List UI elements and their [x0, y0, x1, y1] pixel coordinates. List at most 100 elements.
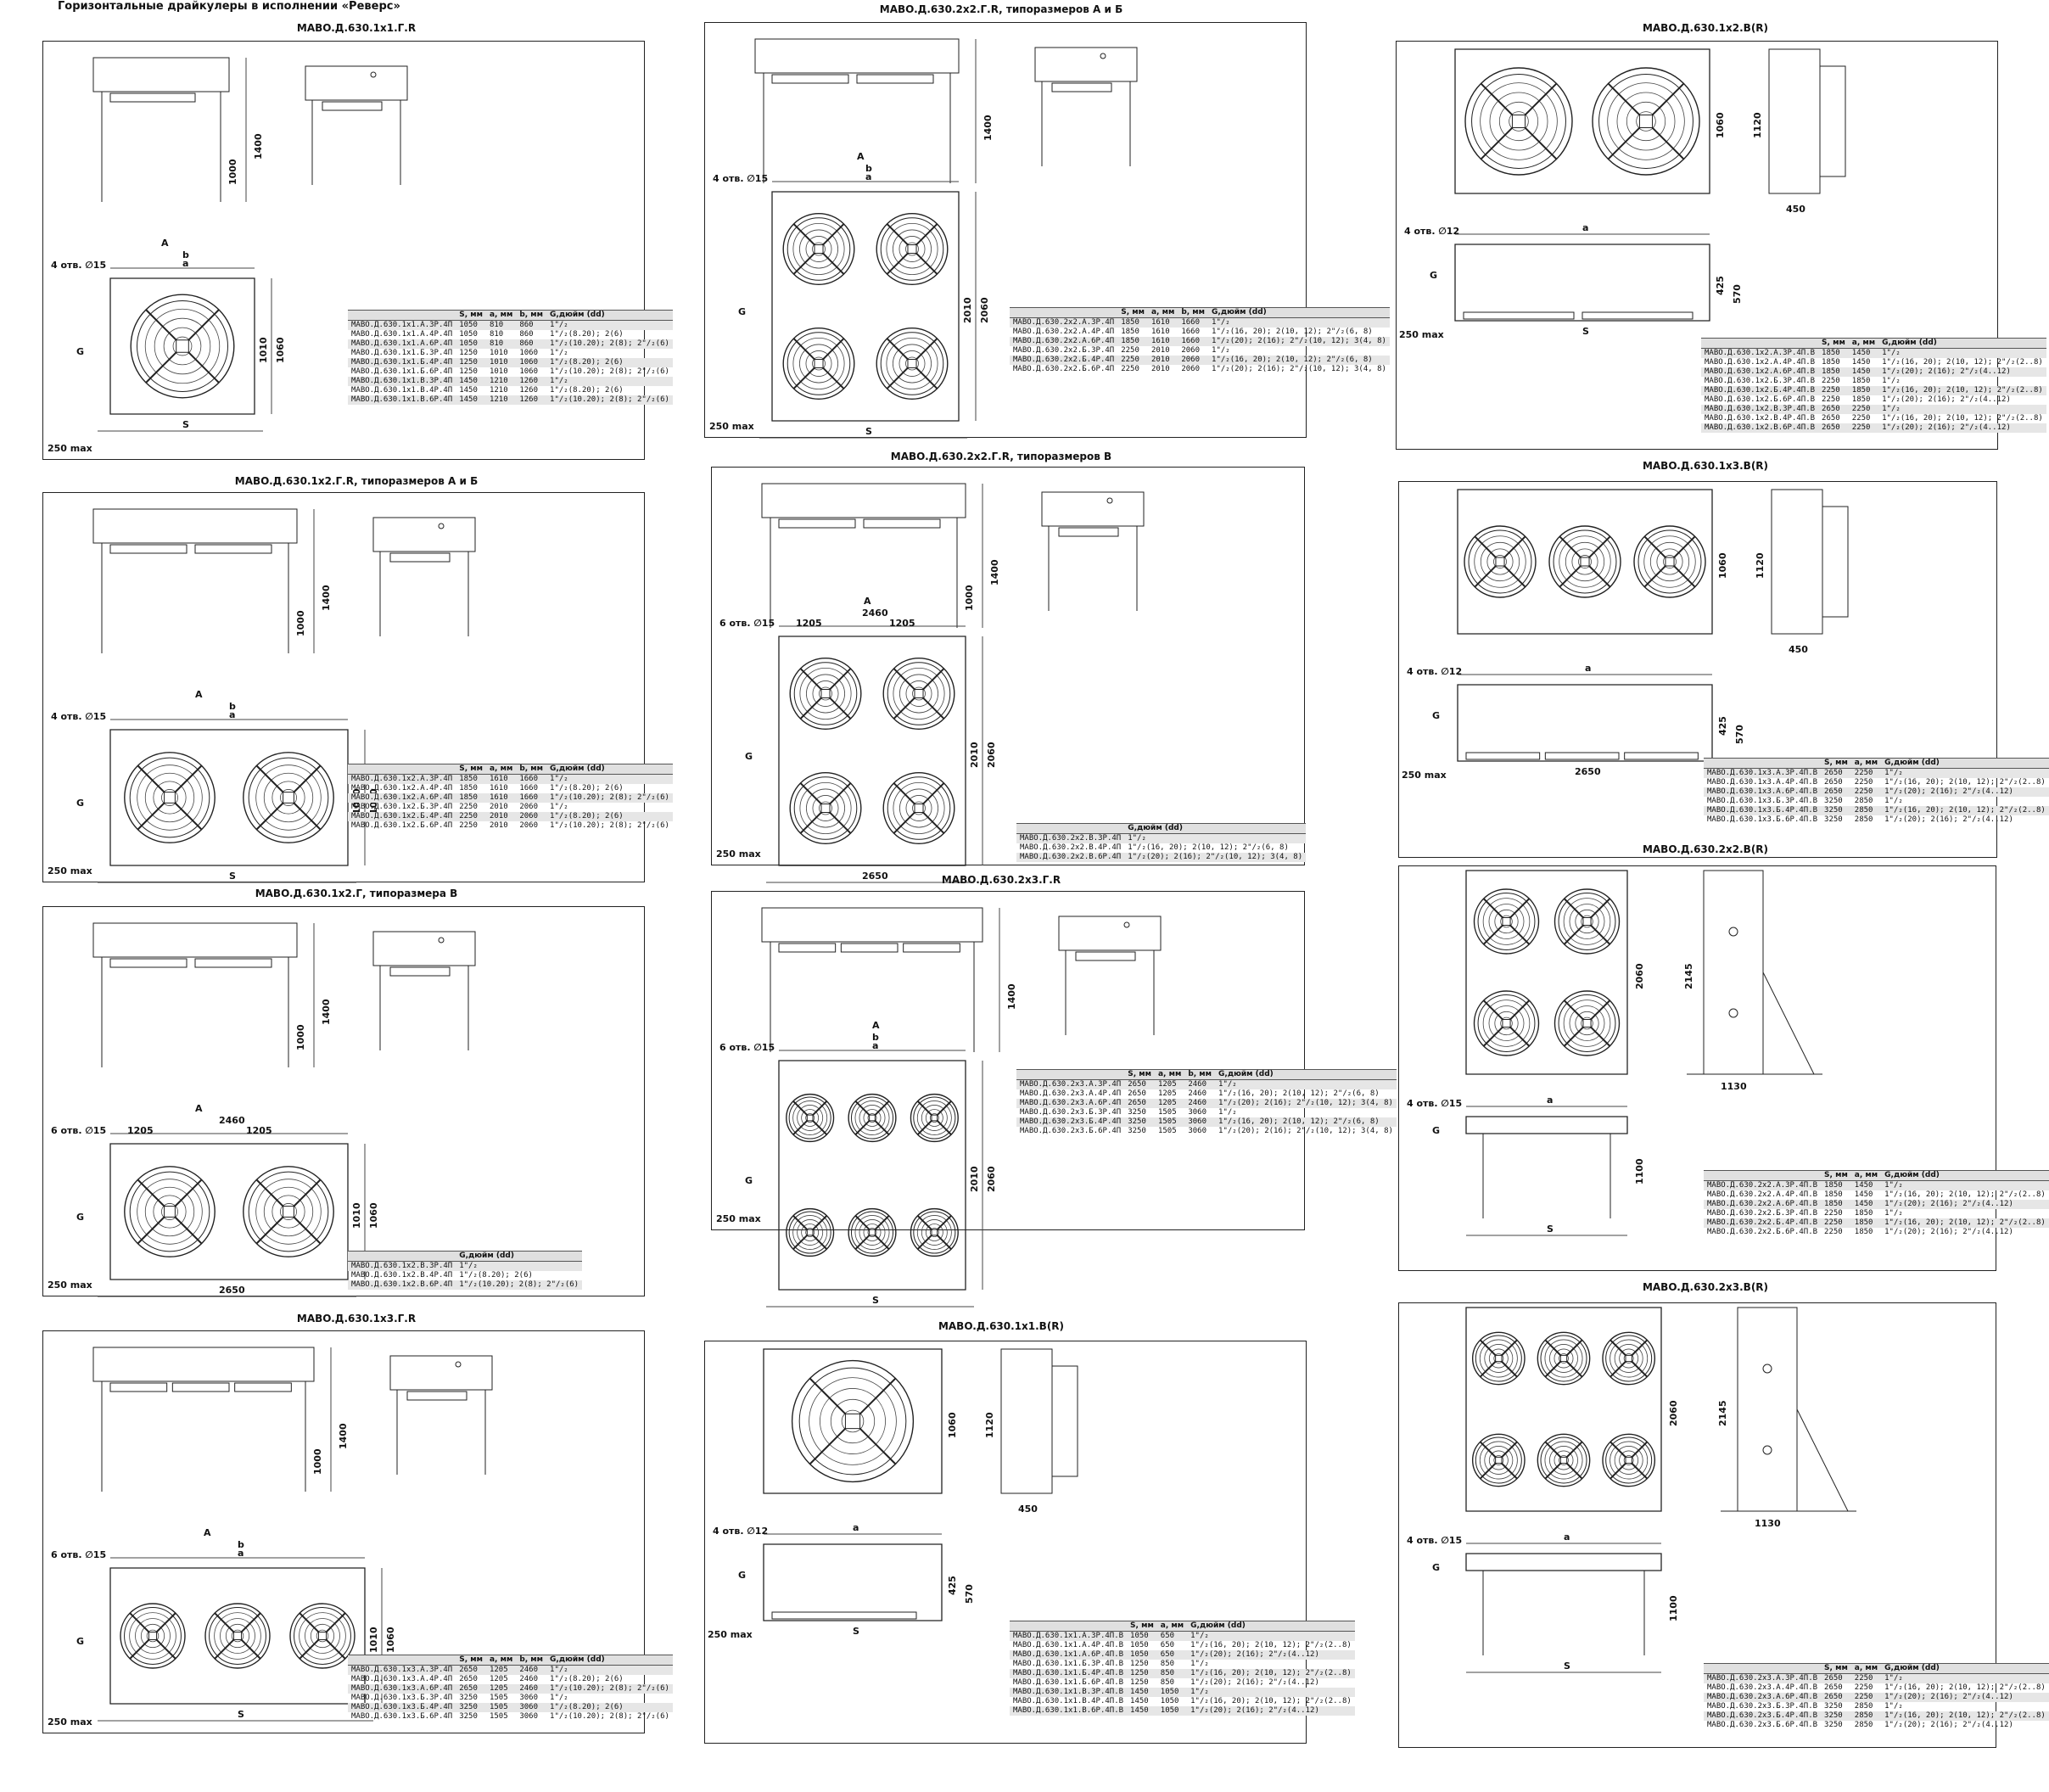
table-cell: 1450: [1130, 1697, 1149, 1705]
half-dim-label: 1205: [796, 618, 822, 629]
table-cell: 1"/₂: [1884, 1209, 1903, 1218]
holes-label: 6 отв. ∅15: [719, 1042, 775, 1053]
table-cell: 1450: [456, 377, 486, 386]
fan-icon: [783, 214, 854, 285]
table-cell: 3250: [459, 1712, 478, 1721]
height-dim-label: 2060: [1668, 1400, 1679, 1426]
a-view-label: A: [161, 238, 169, 249]
table-cell: 1260: [516, 395, 547, 405]
table-cell: 1"/₂(8.20); 2(6): [546, 1703, 673, 1712]
holes-label: 4 отв. ∅12: [1407, 666, 1463, 677]
plan-view: [98, 1134, 365, 1296]
table-cell: 1"/₂(10.20); 2(8); 2"/₂(6): [550, 367, 669, 376]
table-cell: 2850: [1854, 1721, 1873, 1729]
max-label: 250 max: [1399, 329, 1444, 340]
table-cell: 1250: [1130, 1678, 1149, 1687]
b-dim-label: b: [865, 163, 872, 174]
g-label: G: [745, 751, 753, 762]
table-header: b, мм: [516, 764, 547, 775]
table-cell: 1010: [489, 367, 508, 376]
table-cell: 1"/₂: [1878, 405, 2046, 414]
side-elevation: [93, 509, 314, 653]
a-view-label: A: [864, 596, 871, 607]
table-cell: 1610: [1147, 337, 1178, 346]
a-dim-label: a: [1582, 222, 1589, 233]
table-cell: 2010: [1150, 346, 1170, 355]
panel-title: MABO.Д.630.2x3.Г.R: [941, 874, 1061, 886]
table-cell: 2250: [1850, 1693, 1882, 1702]
table-cell: 1"/₂(16, 20); 2(10, 12); 2"/₂(2..8): [1882, 414, 2043, 423]
s-dim-label: S: [1582, 326, 1589, 337]
table-cell: 1610: [485, 774, 517, 784]
table-cell: 2060: [1181, 365, 1200, 373]
plan-view: [766, 1050, 983, 1307]
table-cell: 2460: [516, 1665, 547, 1675]
g-label: G: [745, 1175, 753, 1186]
table-header: [348, 764, 456, 775]
table-header: b, мм: [1178, 307, 1209, 318]
table-cell: 1"/₂(20); 2(16); 2"/₂(10, 12); 3(4, 8): [1124, 853, 1307, 862]
table-cell: 1250: [459, 367, 478, 376]
table-cell: 1505: [1157, 1108, 1177, 1117]
table-cell: 2250: [1824, 1228, 1843, 1236]
fan-icon: [1464, 526, 1536, 597]
a-dim-label: a: [853, 1522, 859, 1533]
height-dim-label: 2060: [979, 297, 990, 323]
table-cell: 1"/₂: [1124, 833, 1307, 843]
table-cell: 1050: [1156, 1706, 1188, 1716]
table-cell: 1250: [456, 358, 486, 367]
table-cell: 3060: [519, 1712, 538, 1721]
table-cell: 1"/₂(16, 20); 2(10, 12); 2"/₂(2..8): [1881, 806, 2049, 815]
table-cell: 1660: [516, 774, 547, 784]
table-cell: MABO.Д.630.1x1.Б.4P.4П.B: [1010, 1669, 1128, 1678]
height-dim-label: 2060: [986, 1166, 997, 1192]
panel-drawing: [42, 906, 645, 1296]
table-cell: 2250: [1848, 405, 1879, 414]
fan-icon: [790, 773, 861, 844]
table-cell: MABO.Д.630.2x2.Б.6P.4П.B: [1707, 1228, 1818, 1236]
table-header: b, мм: [516, 310, 547, 321]
table-cell: 1"/₂: [1190, 1660, 1209, 1668]
height-dim-label: 1400: [989, 559, 1000, 585]
table-cell: 2250: [1850, 787, 1882, 797]
s-dim-label: S: [1547, 1224, 1554, 1235]
table-header: S, мм: [1821, 1663, 1851, 1674]
table-cell: 1"/₂(16, 20); 2(10, 12); 2"/₂(2..8): [1881, 1218, 2049, 1228]
table-cell: 1010: [489, 349, 508, 357]
table-header: a, мм: [1156, 1621, 1188, 1632]
table-cell: 1660: [1181, 328, 1200, 336]
table-cell: 1"/₂(20); 2(16); 2"/₂(4..12): [1882, 395, 2011, 404]
table-cell: 1"/₂: [1881, 768, 2049, 778]
fan-icon: [787, 1209, 834, 1257]
table-cell: 1210: [485, 377, 517, 386]
table-cell: 650: [1160, 1641, 1175, 1649]
panel-title: MABO.Д.630.2x3.B(R): [1642, 1281, 1769, 1293]
panel-drawing: [1396, 41, 1998, 450]
table-header: [348, 1251, 456, 1262]
panel-drawing: [704, 1341, 1307, 1744]
g-label: G: [76, 346, 85, 357]
height-dim-label: 1000: [295, 610, 306, 636]
fan-icon: [131, 294, 234, 398]
max-label: 250 max: [48, 1716, 92, 1728]
table-header: a, мм: [485, 1655, 517, 1666]
fan-icon: [848, 1095, 896, 1142]
front-elevation: [1458, 490, 1712, 634]
